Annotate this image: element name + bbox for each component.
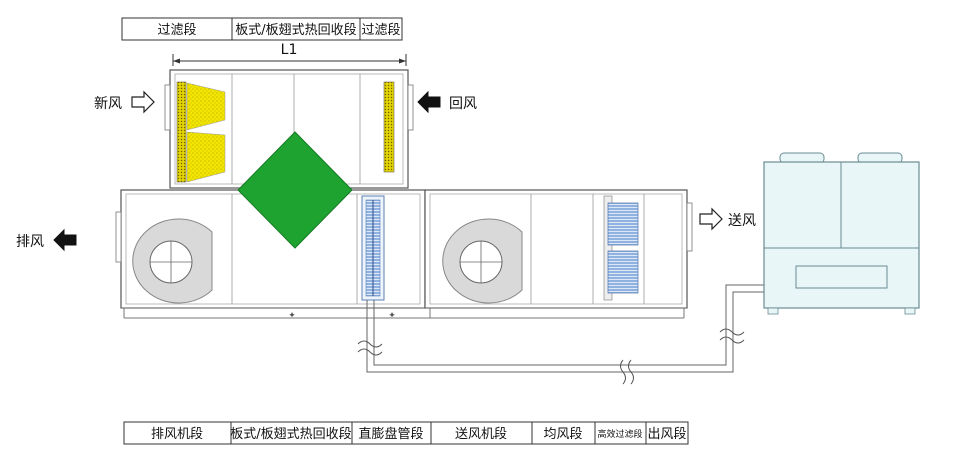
bottom-section-label-3: 直膨盘管段 [358,426,423,442]
svg-text:✦: ✦ [288,311,296,321]
supply-air-indicator: 送风 [699,207,756,231]
top-section-label-1: 过滤段 [157,23,196,38]
fresh-air-label: 新风 [94,96,122,112]
hepa-filter [603,195,639,301]
exhaust-air-arrow-icon [53,228,77,252]
return-air-arrow-icon [417,90,441,114]
return-air-indicator: 回风 [417,90,477,114]
top-section-label-3: 过滤段 [361,23,400,38]
supply-unit [424,189,693,319]
top-section-table: 过滤段 板式/板翅式热回收段 过滤段 [121,17,403,41]
plate-heat-exchanger [237,131,353,249]
supply-air-label: 送风 [728,213,756,229]
supply-air-arrow-icon [699,207,723,231]
supply-fan [442,218,523,304]
dimension-label: L1 [281,42,298,58]
bottom-section-label-7: 出风段 [647,427,686,442]
exhaust-air-indicator: 排风 [16,228,77,252]
bottom-section-label-4: 送风机段 [455,427,507,442]
refrigerant-piping [357,284,764,385]
svg-text:✦: ✦ [388,311,396,321]
top-cell-filter-right [359,17,403,41]
exhaust-fan [132,218,213,304]
exhaust-air-label: 排风 [16,234,44,250]
fresh-air-indicator: 新风 [94,90,155,114]
bottom-section-label-5: 均风段 [543,427,582,442]
dimension-l1: L1 [172,42,407,66]
return-air-label: 回风 [449,96,477,112]
top-section-label-2: 板式/板翅式热回收段 [235,22,356,38]
outdoor-unit [763,152,920,315]
return-air-filter [383,81,395,173]
bottom-section-label-2: 板式/板翅式热回收段 [230,426,351,442]
bottom-section-table: 排风机段 板式/板翅式热回收段 直膨盘管段 送风机段 均风段 高效过滤段 出风段 [123,421,689,445]
bottom-section-label-1: 排风机段 [151,427,203,442]
dx-coil [361,195,385,301]
fresh-air-filter [176,81,226,183]
fresh-air-arrow-icon [131,90,155,114]
bottom-section-label-6: 高效过滤段 [597,428,642,440]
